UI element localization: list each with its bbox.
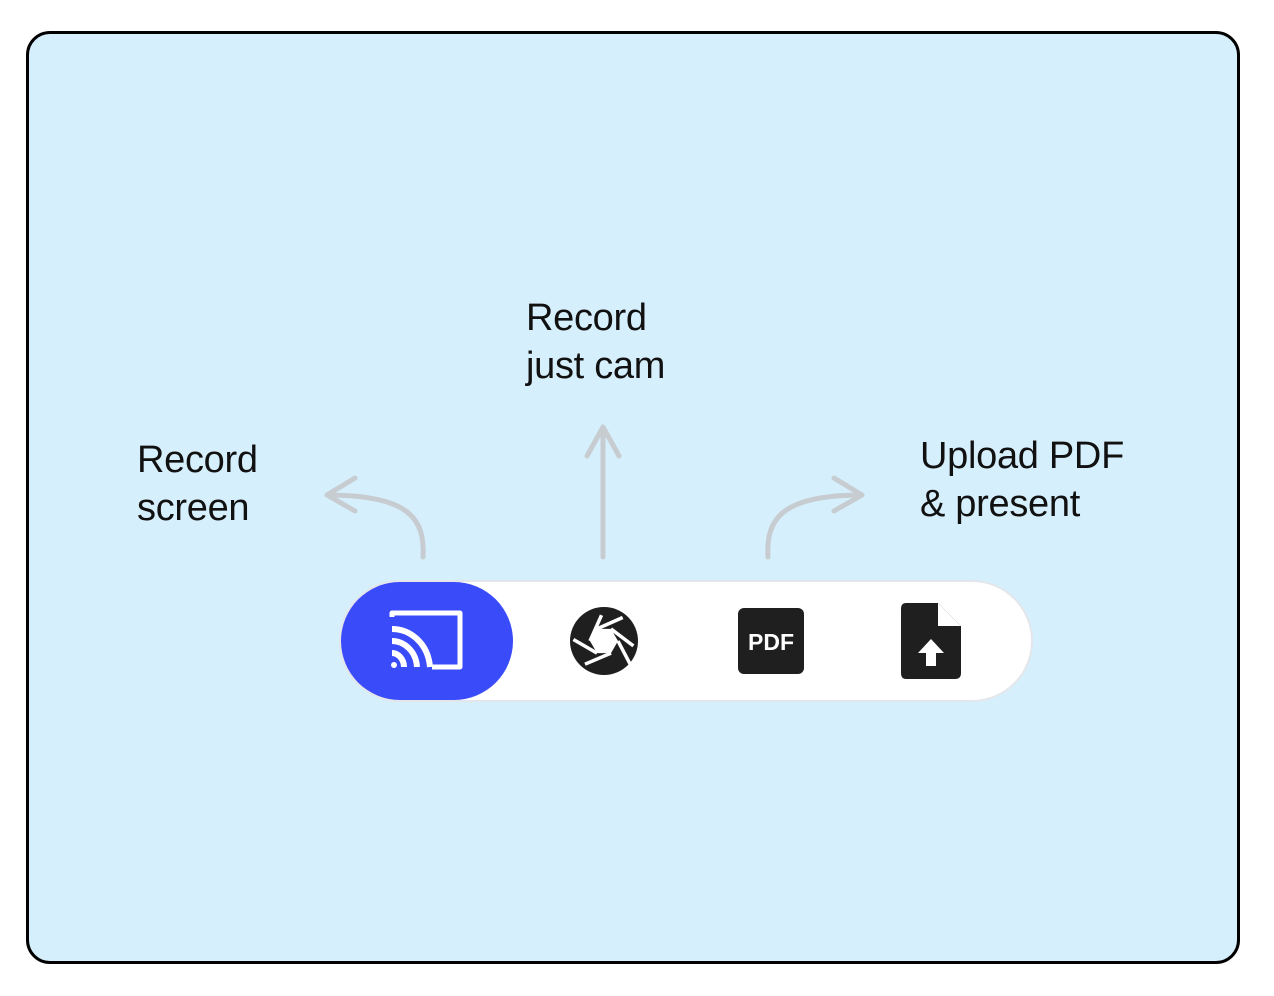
record-cam-label-line2: just cam xyxy=(526,345,666,387)
record-cam-button[interactable] xyxy=(529,582,679,700)
record-screen-label-line1: Record xyxy=(137,439,258,481)
arrow-right xyxy=(765,475,865,560)
record-screen-button[interactable] xyxy=(341,582,513,700)
record-screen-label-line2: screen xyxy=(137,487,250,529)
upload-file-button[interactable] xyxy=(856,582,1006,700)
record-cam-label-line1: Record xyxy=(526,297,647,339)
arrow-up xyxy=(584,424,622,560)
screen-cast-icon xyxy=(389,610,463,670)
pdf-button[interactable]: PDF xyxy=(696,582,846,700)
file-upload-icon xyxy=(901,603,961,679)
record-screen-label: Record screen xyxy=(137,436,258,532)
arrow-left xyxy=(324,475,426,560)
canvas-frame: Record screen Record just cam Upload PDF… xyxy=(26,31,1240,964)
upload-pdf-label: Upload PDF & present xyxy=(920,432,1124,528)
record-cam-label: Record just cam xyxy=(526,294,665,390)
recording-mode-toolbar: PDF xyxy=(339,580,1033,702)
upload-pdf-label-line1: Upload PDF xyxy=(920,435,1124,477)
upload-pdf-label-line2: & present xyxy=(920,483,1080,525)
pdf-icon: PDF xyxy=(738,608,804,674)
camera-aperture-icon xyxy=(570,607,638,675)
pdf-icon-text: PDF xyxy=(748,629,794,655)
